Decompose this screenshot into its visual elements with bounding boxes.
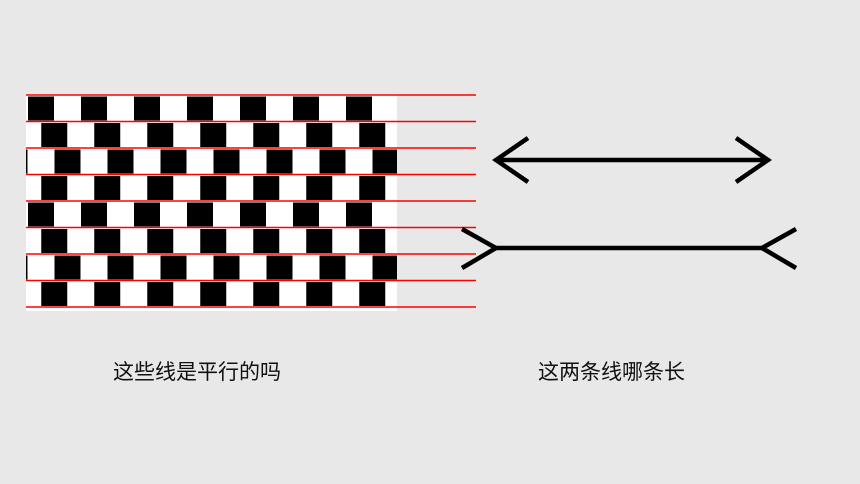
wall-tile [41, 282, 68, 306]
wall-tile [54, 255, 81, 280]
wall-tile [240, 96, 266, 121]
wall-tile [134, 96, 160, 121]
wall-tile [253, 123, 280, 147]
wall-tile [200, 229, 227, 253]
wall-tile [253, 229, 280, 253]
wall-tile [107, 149, 134, 174]
wall-tile [240, 202, 266, 227]
wall-tile [293, 96, 319, 121]
wall-tile [81, 202, 107, 227]
wall-tile [293, 202, 319, 227]
wall-tile [213, 255, 240, 280]
wall-tile [26, 149, 28, 174]
wall-tile [41, 176, 68, 200]
wall-tile [41, 123, 68, 147]
wall-tile [213, 149, 240, 174]
top-line-right-fin [734, 136, 772, 184]
wall-tile [359, 176, 386, 200]
wall-tile [147, 229, 174, 253]
wall-tile [306, 123, 333, 147]
wall-tile [319, 255, 346, 280]
wall-tile [306, 229, 333, 253]
wall-tile [26, 255, 28, 280]
wall-tile [187, 202, 213, 227]
wall-tile [319, 149, 346, 174]
wall-tile [359, 123, 386, 147]
wall-tile [28, 202, 54, 227]
wall-tile [359, 282, 386, 306]
wall-tile [266, 149, 293, 174]
wall-tile [306, 282, 333, 306]
wall-tile [266, 255, 293, 280]
wall-tile [94, 229, 121, 253]
wall-tile [359, 229, 386, 253]
wall-tile [160, 149, 187, 174]
wall-tile [147, 176, 174, 200]
muller-lyer-illusion [460, 136, 798, 270]
wall-tile [28, 96, 54, 121]
wall-tile [253, 282, 280, 306]
cafe-wall-illusion [26, 94, 476, 311]
wall-tile [346, 202, 372, 227]
wall-tile [200, 123, 227, 147]
wall-tile [147, 282, 174, 306]
wall-tile [187, 96, 213, 121]
wall-tile [346, 96, 372, 121]
wall-tile [200, 176, 227, 200]
wall-tile [253, 176, 280, 200]
top-line-left-fin [492, 136, 530, 184]
wall-tile [160, 255, 187, 280]
wall-tile [94, 282, 121, 306]
wall-tile [200, 282, 227, 306]
wall-tile [54, 149, 81, 174]
wall-tile [147, 123, 174, 147]
bottom-line-left-fin [460, 227, 501, 270]
caption-parallel-question: 这些线是平行的吗 [113, 360, 281, 384]
wall-tile [94, 123, 121, 147]
wall-tile [94, 176, 121, 200]
wall-tile [306, 176, 333, 200]
wall-tile [372, 255, 397, 280]
wall-tile [372, 149, 397, 174]
wall-tile [81, 96, 107, 121]
wall-tile [134, 202, 160, 227]
wall-tile [107, 255, 134, 280]
caption-length-question: 这两条线哪条长 [538, 360, 685, 384]
wall-tile [41, 229, 68, 253]
bottom-line-right-fin [757, 227, 798, 270]
